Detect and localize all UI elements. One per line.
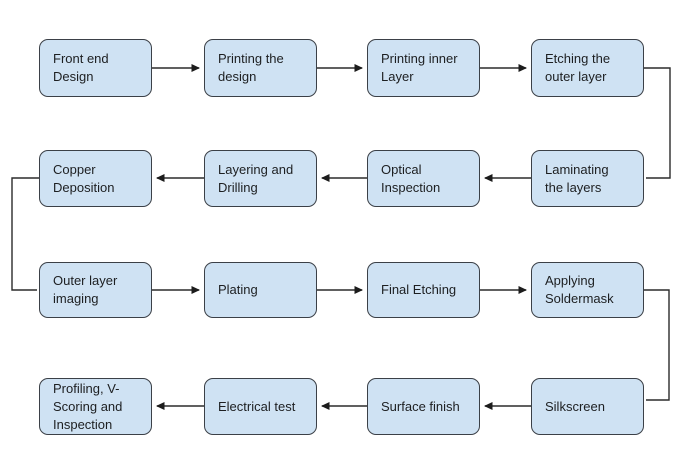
- flow-node-label: Outer layer imaging: [53, 273, 118, 306]
- flow-node-printing-the-design: Printing the design: [204, 39, 317, 97]
- flow-node-etching-the-outer-layer: Etching the outer layer: [531, 39, 644, 97]
- flow-node-copper-deposition: Copper Deposition: [39, 150, 152, 207]
- connector-copper-deposition-to-outer-layer-imaging: [11, 177, 39, 291]
- flow-node-plating: Plating: [204, 262, 317, 318]
- flow-node-profiling-v-scoring-and-inspection: Profiling, V- Scoring and Inspection: [39, 378, 152, 435]
- flow-node-silkscreen: Silkscreen: [531, 378, 644, 435]
- flow-node-printing-inner-layer: Printing inner Layer: [367, 39, 480, 97]
- flow-node-applying-soldermask: Applying Soldermask: [531, 262, 644, 318]
- flow-node-label: Copper Deposition: [53, 161, 115, 195]
- flow-node-label: Layering and Drilling: [218, 161, 294, 195]
- flow-node-label: Final Etching: [381, 282, 457, 297]
- flow-node-electrical-test: Electrical test: [204, 378, 317, 435]
- flow-node-label: Electrical test: [218, 398, 296, 414]
- flow-node-label: Surface finish: [381, 398, 460, 414]
- flow-node-final-etching: Final Etching: [367, 262, 480, 318]
- flow-node-label: Profiling, V- Scoring and Inspection: [53, 380, 123, 432]
- flow-node-outer-layer-imaging: Outer layer imaging: [39, 262, 152, 318]
- flow-node-surface-finish: Surface finish: [367, 378, 480, 435]
- flow-node-front-end-design: Front end Design: [39, 39, 152, 97]
- flow-node-label: Silkscreen: [545, 398, 605, 414]
- flow-node-label: Printing inner Layer: [381, 51, 458, 84]
- flow-node-optical-inspection: Optical Inspection: [367, 150, 480, 207]
- flow-node-label: Laminating the layers: [545, 161, 609, 195]
- flow-node-label: Printing the design: [218, 51, 284, 84]
- connector-etching-the-outer-layer-to-laminating-the-layers: [644, 67, 671, 179]
- flow-node-layering-and-drilling: Layering and Drilling: [204, 150, 317, 207]
- flow-node-laminating-the-layers: Laminating the layers: [531, 150, 644, 207]
- connector-applying-soldermask-to-silkscreen: [644, 289, 670, 401]
- flow-node-label: Plating: [218, 282, 258, 297]
- flow-node-label: Optical Inspection: [381, 161, 441, 195]
- flow-node-label: Etching the outer layer: [545, 51, 611, 84]
- flow-node-label: Front end Design: [53, 51, 109, 84]
- flow-node-label: Applying Soldermask: [545, 273, 614, 306]
